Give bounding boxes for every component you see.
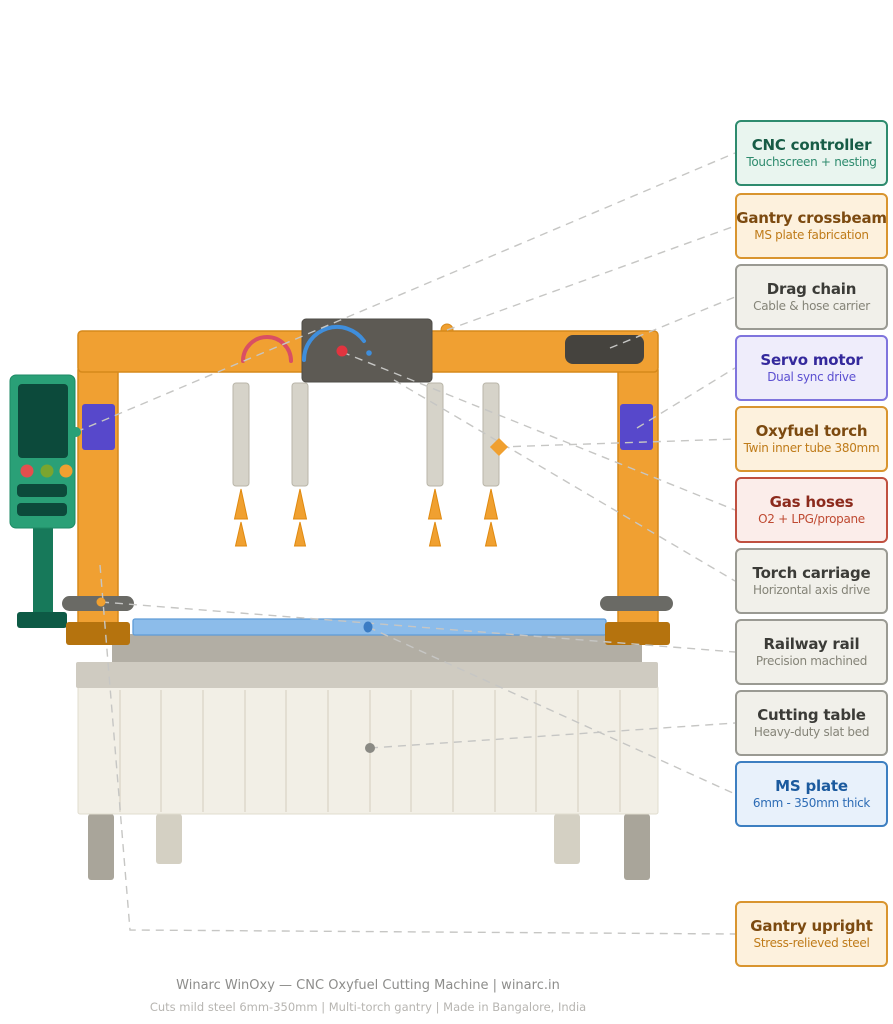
torch-flame: [293, 521, 307, 547]
pendant-button-green: [40, 464, 54, 478]
torch-flame: [484, 521, 498, 547]
torch-flame: [292, 488, 308, 520]
callout-subtitle: Twin inner tube 380mm: [743, 441, 880, 455]
ms-plate-anchor-dot: [363, 621, 373, 633]
callout-title: Drag chain: [766, 280, 857, 298]
callout-subtitle: Touchscreen + nesting: [746, 155, 877, 169]
pendant-button-red: [20, 464, 34, 478]
table-leg-4: [624, 814, 650, 880]
connector-gantry-upright: [99, 564, 736, 935]
connector-ms-plate: [367, 626, 736, 795]
callout-ms-plate: MS plate 6mm - 350mm thick: [735, 761, 888, 827]
connector-cnc-controller: [75, 152, 736, 433]
callout-railway-rail: Railway rail Precision machined: [735, 619, 888, 685]
callout-title: Railway rail: [763, 635, 860, 653]
pendant-base: [17, 612, 67, 628]
gas-hose-blue-dot: [366, 350, 372, 356]
torch-tube-3: [426, 382, 444, 487]
cutting-table-anchor-dot: [365, 743, 375, 753]
connector-servo-motor: [636, 367, 736, 429]
callout-title: Torch carriage: [752, 564, 871, 582]
connector-railway-rail: [100, 601, 736, 653]
callout-subtitle: Stress-relieved steel: [753, 936, 870, 950]
callout-title: Gas hoses: [769, 493, 854, 511]
gas-hose-blue-arc: [302, 324, 366, 362]
callout-subtitle: Heavy-duty slat bed: [753, 725, 870, 739]
callout-title: Oxyfuel torch: [755, 422, 868, 440]
callout-title: Servo motor: [760, 351, 863, 369]
connector-lines: [75, 152, 736, 935]
callout-drag-chain: Drag chain Cable & hose carrier: [735, 264, 888, 330]
connector-gantry-crossbeam: [446, 225, 736, 331]
callout-title: MS plate: [775, 777, 848, 795]
oxyfuel-torch-anchor-diamond: [489, 437, 509, 457]
callout-oxyfuel-torch: Oxyfuel torch Twin inner tube 380mm: [735, 406, 888, 472]
callout-subtitle: Cable & hose carrier: [753, 299, 870, 313]
torch-flame: [427, 488, 443, 520]
torch-flame: [234, 521, 248, 547]
drag-chain-box: [565, 335, 644, 364]
callout-subtitle: 6mm - 350mm thick: [752, 796, 871, 810]
callout-title: Cutting table: [757, 706, 866, 724]
torch-carriage-box: [301, 318, 433, 383]
connector-cutting-table: [369, 722, 736, 749]
gantry-foot-left: [66, 622, 130, 645]
footer-title: Winarc WinOxy — CNC Oxyfuel Cutting Mach…: [176, 978, 560, 993]
callout-subtitle: Dual sync drive: [767, 370, 856, 384]
railway-rail-anchor-dot: [96, 597, 106, 607]
connector-drag-chain: [609, 296, 736, 349]
pendant-anchor-dot: [71, 427, 81, 437]
torch-tube-4: [482, 382, 500, 487]
callout-title: Gantry upright: [750, 917, 873, 935]
torch-flame: [428, 521, 442, 547]
torch-tube-2: [291, 382, 309, 487]
pendant-screen: [18, 384, 68, 458]
torch-flame: [483, 488, 499, 520]
callout-title: Gantry crossbeam: [736, 209, 887, 227]
cnc-pendant: [9, 374, 76, 628]
callout-gantry-crossbeam: Gantry crossbeam MS plate fabrication: [735, 193, 888, 259]
torch-flame: [233, 488, 249, 520]
connector-gas-hoses: [341, 351, 736, 511]
table-mid-layer: [76, 662, 658, 688]
callout-cutting-table: Cutting table Heavy-duty slat bed: [735, 690, 888, 756]
gantry-foot-right: [605, 622, 670, 645]
table-leg-2: [156, 814, 182, 864]
callout-subtitle: Precision machined: [755, 654, 868, 668]
table-leg-1: [88, 814, 114, 880]
callout-servo-motor: Servo motor Dual sync drive: [735, 335, 888, 401]
callout-subtitle: Horizontal axis drive: [752, 583, 870, 597]
callout-subtitle: O2 + LPG/propane: [758, 512, 865, 526]
callout-title: CNC controller: [751, 136, 872, 154]
slat-lines: [119, 690, 621, 812]
pendant-button-orange: [59, 464, 73, 478]
connector-torch-carriage: [393, 379, 736, 582]
gantry-frame: [62, 323, 673, 645]
pendant-keypad-bar-1: [17, 484, 67, 497]
torch-tube-1: [232, 382, 250, 487]
footer: Winarc WinOxy — CNC Oxyfuel Cutting Mach…: [0, 978, 736, 1014]
pendant-pole: [33, 520, 53, 620]
callout-gantry-upright: Gantry upright Stress-relieved steel: [735, 901, 888, 967]
callout-torch-carriage: Torch carriage Horizontal axis drive: [735, 548, 888, 614]
table-top-layer: [112, 634, 642, 662]
table-leg-3: [554, 814, 580, 864]
connector-oxyfuel-torch: [498, 438, 736, 448]
servo-motor-right: [620, 404, 653, 450]
footer-subtitle: Cuts mild steel 6mm-350mm | Multi-torch …: [149, 1000, 587, 1014]
oxyfuel-torches: [232, 382, 500, 547]
callout-cnc-controller: CNC controller Touchscreen + nesting: [735, 120, 888, 186]
callout-subtitle: MS plate fabrication: [754, 228, 869, 242]
servo-motor-left: [82, 404, 115, 450]
gas-hoses-anchor-dot: [336, 345, 348, 357]
rail-clamp-right: [600, 596, 673, 611]
cutting-table: [76, 634, 659, 880]
gas-hose-red-arc: [241, 335, 293, 363]
pendant-keypad-bar-2: [17, 503, 67, 516]
callout-gas-hoses: Gas hoses O2 + LPG/propane: [735, 477, 888, 543]
